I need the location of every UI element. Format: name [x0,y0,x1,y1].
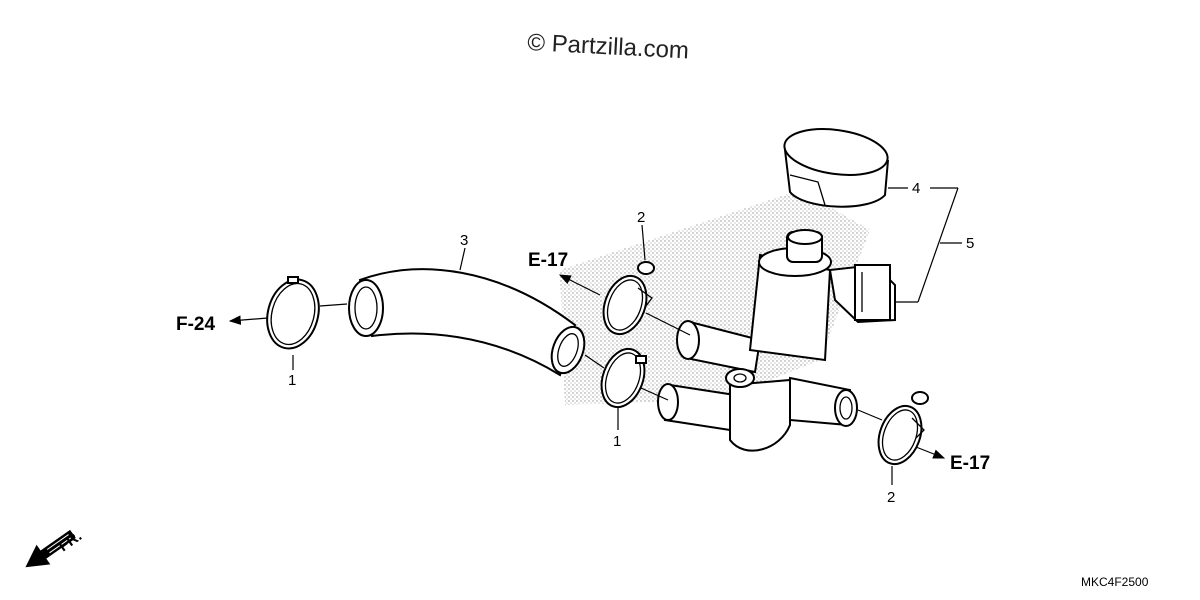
reference-e17-upper: E-17 [528,250,568,271]
hose-clip-upper[interactable] [596,261,655,340]
diagram-code: MKC4F2500 [1081,575,1149,589]
connector-cap[interactable] [781,123,890,208]
front-direction-label: FR. [56,527,86,555]
reference-e17-lower: E-17 [950,453,990,474]
callout-5: 5 [966,235,974,252]
callout-3: 3 [460,232,468,249]
hose-clamp-ring-middle[interactable] [594,343,652,413]
hose-clip-right[interactable] [871,391,929,470]
callout-1-middle: 1 [613,433,621,450]
water-hose[interactable] [348,268,590,377]
watermark: © Partzilla.com [527,29,690,64]
control-valve-body[interactable] [657,229,858,452]
callout-4: 4 [912,180,920,197]
callout-1-left: 1 [288,372,296,389]
front-direction-arrow [25,529,76,568]
leader-lines [228,187,962,485]
reference-f24: F-24 [176,314,216,335]
callout-2-upper: 2 [637,209,645,226]
wire-connector[interactable] [828,263,896,324]
callout-2-lower: 2 [887,489,895,506]
hose-clamp-ring-left[interactable] [260,274,326,355]
